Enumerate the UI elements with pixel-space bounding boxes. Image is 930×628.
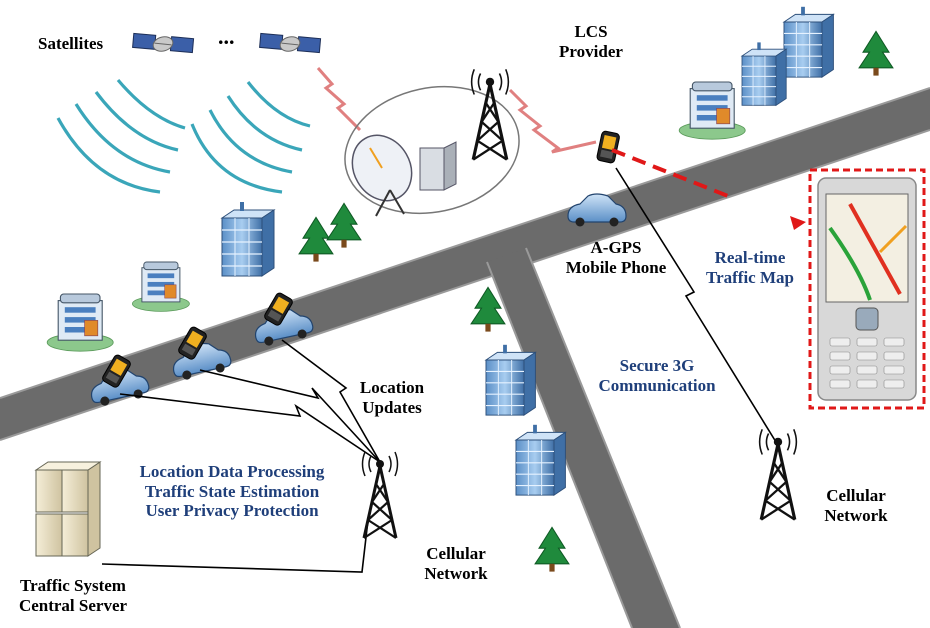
lcs-provider-line1: LCS [574,22,608,41]
cell-tower-icon [361,450,399,540]
ellipsis-label: ... [218,24,235,49]
agps-phone-label: A-GPS Mobile Phone [554,238,678,277]
cell-tower-icon [470,67,510,162]
wireless-link [316,67,597,154]
secure-3g-label: Secure 3G Communication [584,356,730,395]
lcs-provider-boundary [344,85,520,215]
traffic-map-line1: Real-time [714,248,786,267]
building-icon [485,344,536,416]
building-icon [678,81,746,140]
traffic-map-phone [808,168,926,410]
traffic-map-label: Real-time Traffic Map [694,248,806,287]
cellular-left-line1: Cellular [426,544,486,563]
building-icon [131,261,190,312]
cellular-network-left-label: Cellular Network [408,544,504,583]
server-line2: Central Server [18,595,128,615]
processing-label: Location Data Processing Traffic State E… [110,462,354,521]
tree-icon [858,30,894,77]
central-server-label: Traffic System Central Server [2,576,144,615]
main-road [0,87,930,441]
server-icon [419,141,457,191]
server-line1: Traffic System [20,576,126,595]
server-icon [34,461,102,557]
satellite-icon [255,18,325,68]
building-icon [46,293,114,352]
side-road [486,247,681,628]
tree-icon [534,526,570,573]
signal-waves [56,78,311,194]
location-updates-line2: Updates [362,397,422,417]
satellite-icon [128,18,198,68]
secure-line2: Communication [598,375,716,395]
building-icon [741,41,787,106]
tree-icon [326,202,362,249]
cellular-network-right-label: Cellular Network [808,486,904,525]
lcs-provider-label: LCS Provider [546,22,636,61]
dish-antenna-icon [351,134,413,217]
secure-line1: Secure 3G [619,356,695,375]
building-icon [515,424,566,496]
agps-line1: A-GPS [590,238,642,257]
location-updates-label: Location Updates [344,378,440,417]
lcs-provider-line2: Provider [559,41,623,61]
processing-line1: Location Data Processing [139,462,325,481]
location-updates-line1: Location [359,378,425,397]
processing-line2: Traffic State Estimation [144,481,320,501]
processing-line3: User Privacy Protection [145,501,319,521]
cellular-left-line2: Network [424,563,488,583]
agps-line2: Mobile Phone [565,257,667,277]
mobile-phone-icon [595,129,621,165]
cell-tower-icon [758,427,798,522]
cellular-right-line2: Network [824,505,888,525]
cellular-right-line1: Cellular [826,486,886,505]
satellites-label: Satellites [38,34,104,53]
traffic-map-line2: Traffic Map [706,267,794,287]
building-icon [221,201,275,277]
arrow-to-traffic-map [611,148,806,230]
building-icon [783,6,834,78]
